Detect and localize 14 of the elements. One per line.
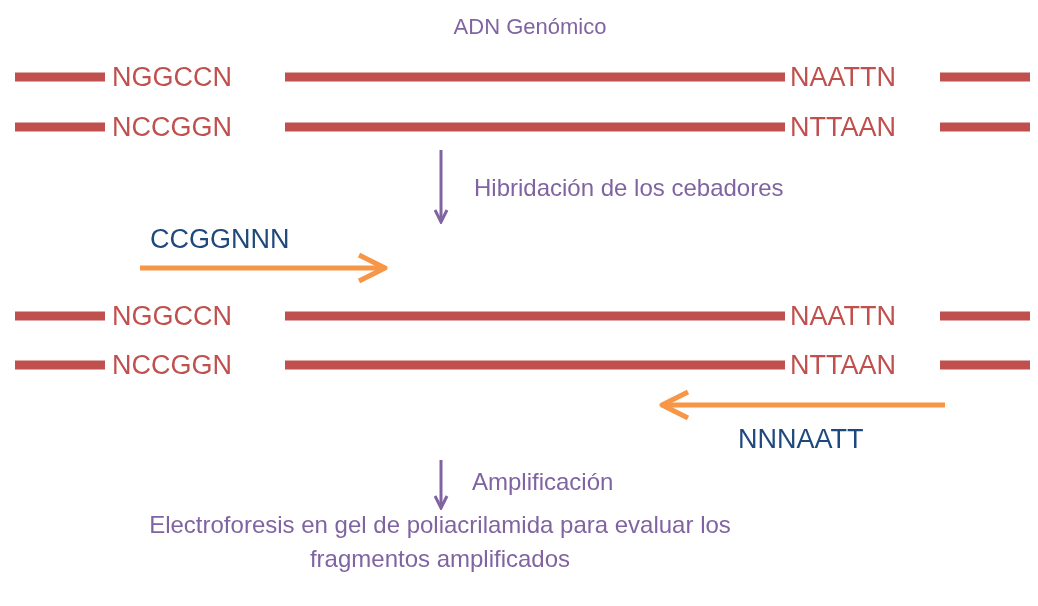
sequence-text: NAATTN	[790, 300, 897, 333]
caption-text: Electroforesis en gel de poliacrilamida para evaluar los fragmentos amplificados	[148, 510, 732, 574]
sequence-text: NCCGGN	[112, 111, 233, 144]
primer-sequence: CCGGNNN	[150, 223, 291, 256]
heading-text: ADN Genómico	[452, 13, 608, 41]
primer-sequence: NNNAATT	[738, 423, 865, 456]
sequence-text: NGGCCN	[112, 61, 233, 94]
sequence-text: NAATTN	[790, 61, 897, 94]
sequence-text: NTTAAN	[790, 111, 897, 144]
sequence-text: NCCGGN	[112, 349, 233, 382]
sequence-text: NTTAAN	[790, 349, 897, 382]
arrow	[433, 150, 449, 224]
sequence-text: NGGCCN	[112, 300, 233, 333]
arrow	[433, 460, 449, 510]
